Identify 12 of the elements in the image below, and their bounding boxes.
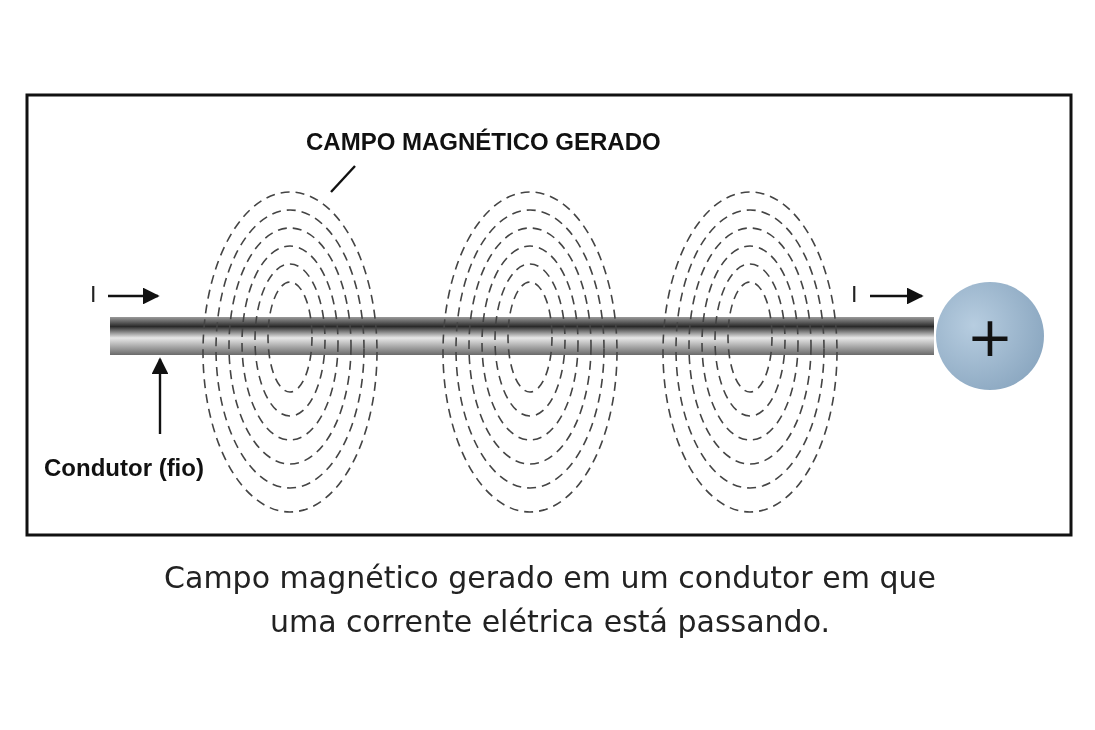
field-label: CAMPO MAGNÉTICO GERADO xyxy=(306,128,661,156)
plus-terminal: + xyxy=(936,282,1044,390)
current-label: I xyxy=(851,282,858,307)
conductor-label: Condutor (fio) xyxy=(44,454,204,482)
caption: Campo magnético gerado em um condutor em que uma corrente elétrica está passando. xyxy=(163,559,937,641)
leader-line xyxy=(330,165,356,193)
magnetic-field-lines xyxy=(442,191,618,513)
leader-arrow xyxy=(151,357,169,434)
magnetic-field-lines xyxy=(202,191,378,513)
current-label: I xyxy=(90,282,97,307)
magnetic-field-lines xyxy=(662,191,838,513)
wire xyxy=(110,317,934,355)
